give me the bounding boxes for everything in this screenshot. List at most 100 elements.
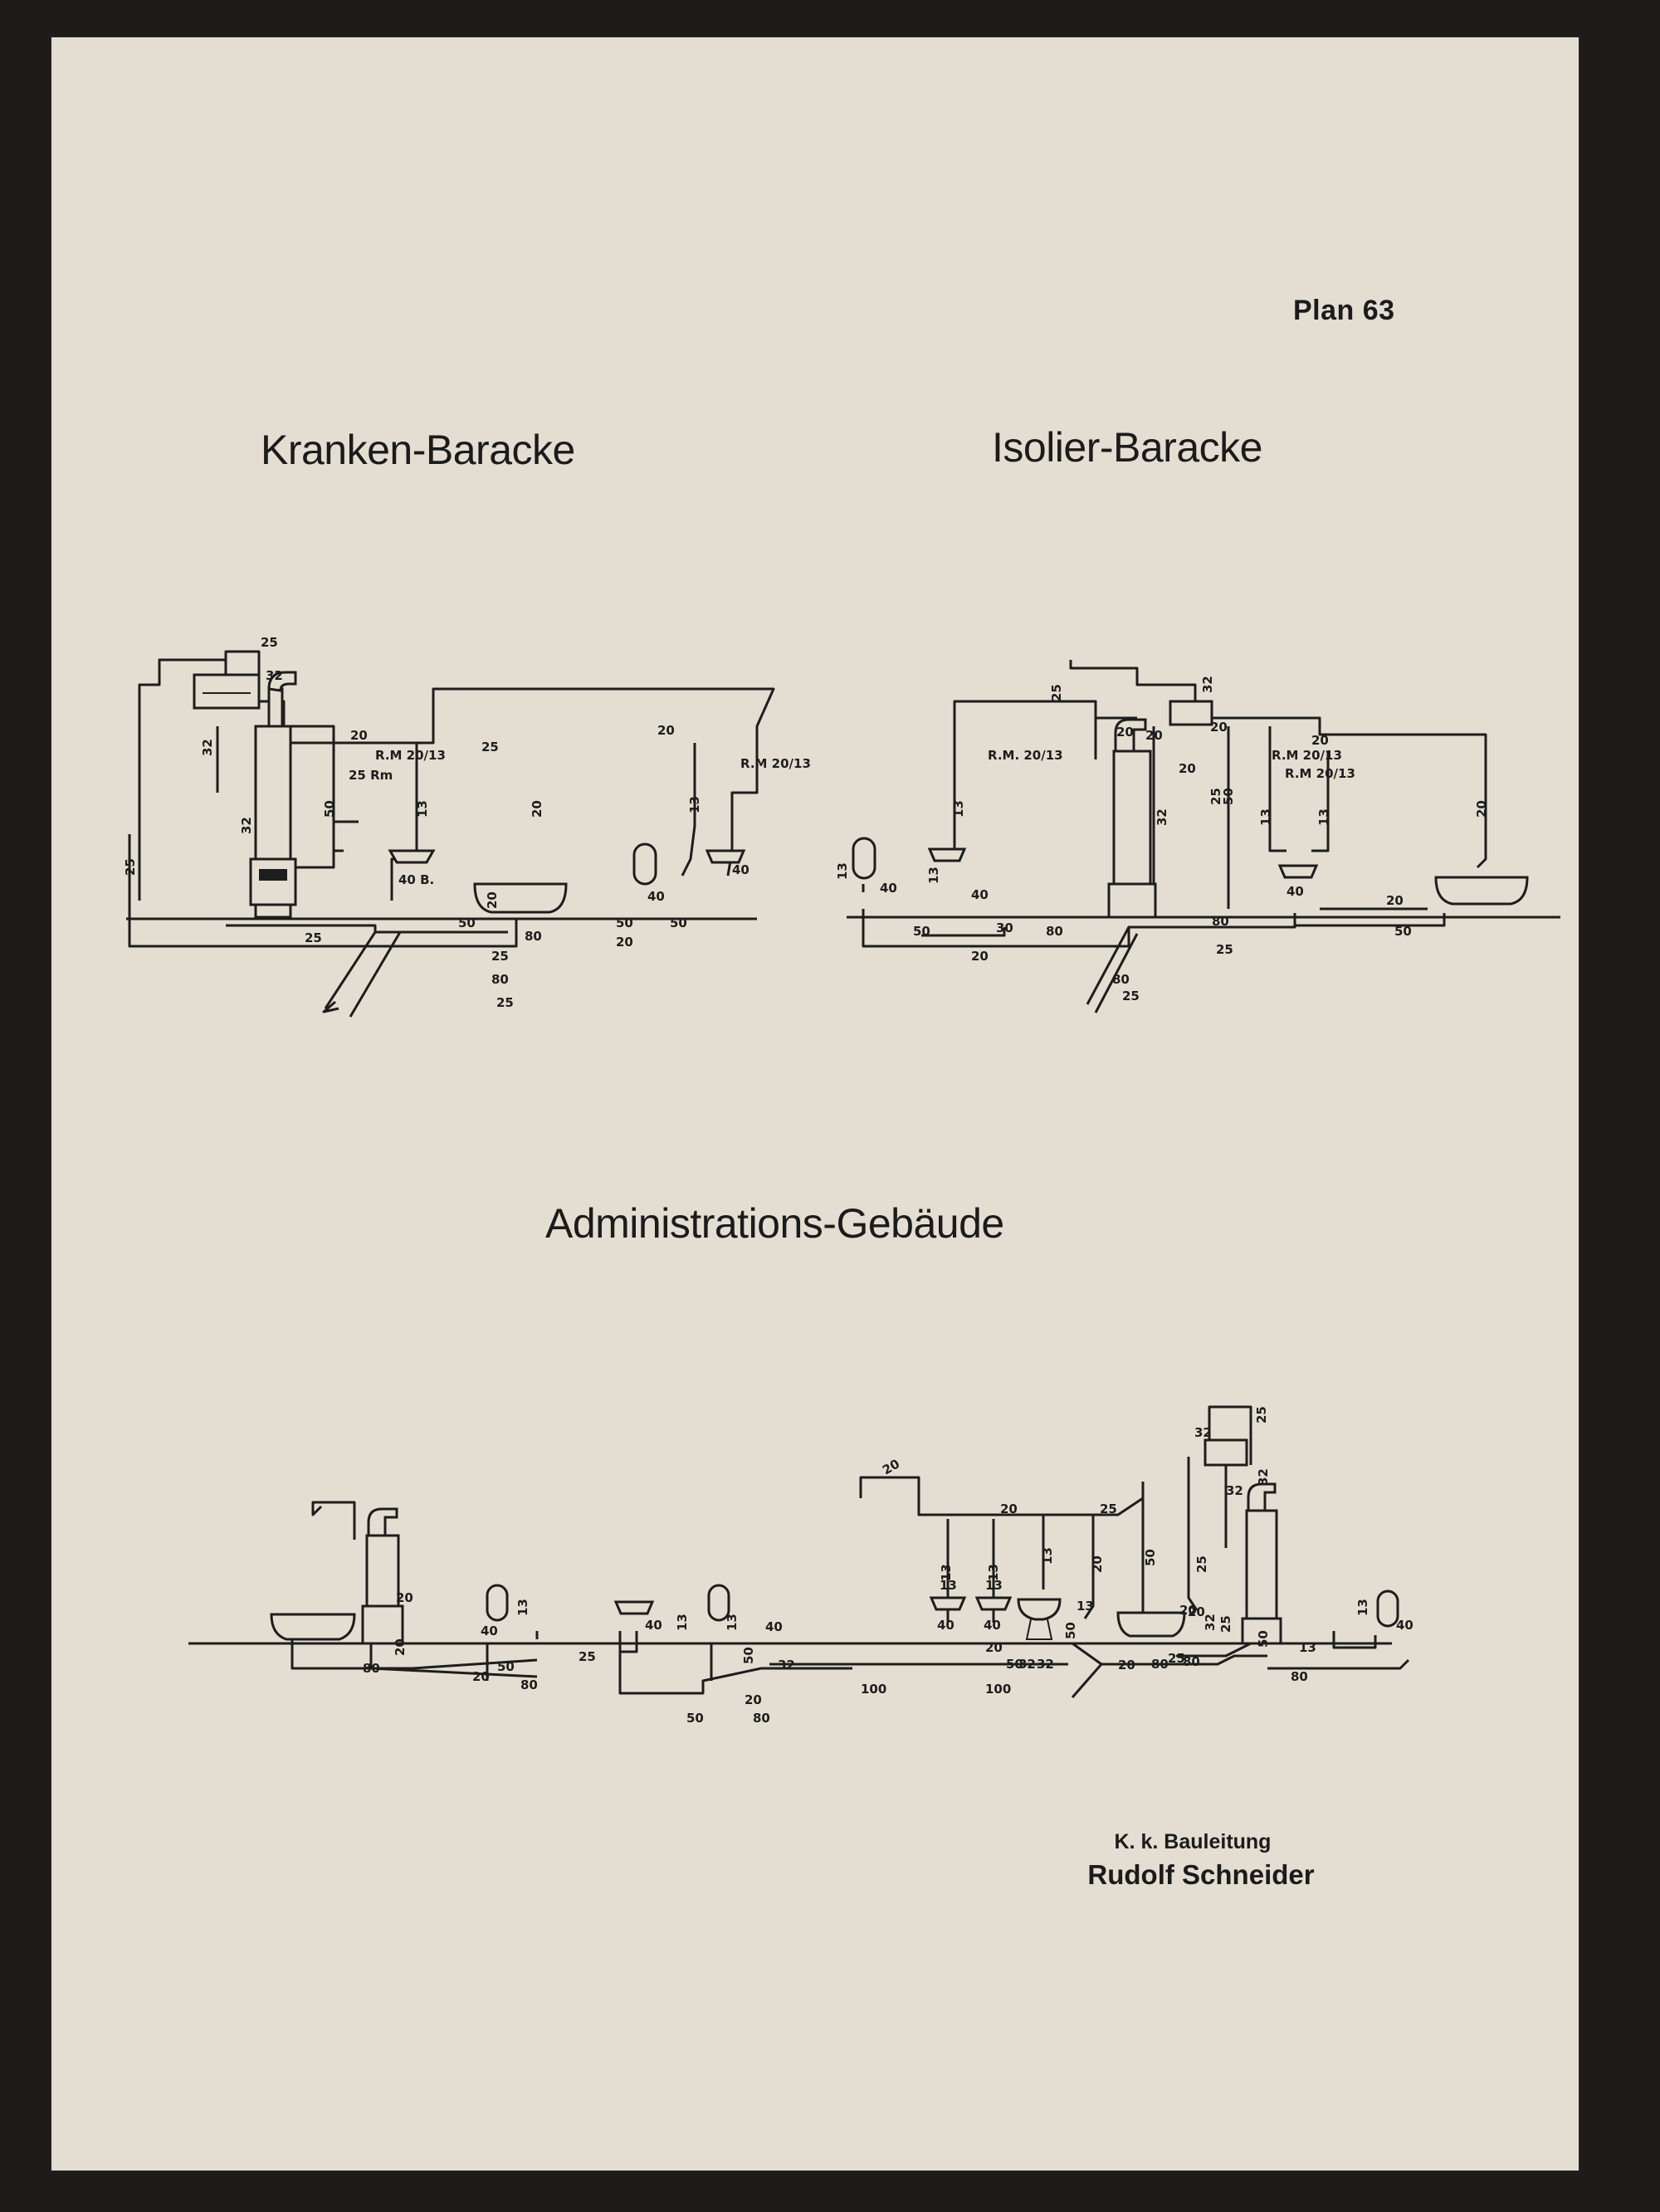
svg-text:80: 80: [1183, 1654, 1200, 1669]
svg-text:25: 25: [1218, 1615, 1233, 1633]
svg-text:20: 20: [1386, 893, 1404, 908]
svg-text:13: 13: [835, 862, 850, 880]
plan-sheet: Plan 63 Kranken-Baracke Isolier-Baracke …: [51, 37, 1579, 2170]
svg-text:20: 20: [1000, 1502, 1018, 1516]
plan-number: Plan 63: [1293, 295, 1395, 326]
bathtub: [1116, 1611, 1186, 1638]
svg-text:32: 32: [1226, 1483, 1243, 1498]
svg-text:80: 80: [1212, 914, 1229, 929]
stove-heater-column: [1107, 718, 1157, 919]
svg-text:13: 13: [725, 1614, 740, 1631]
water-heater-cylinder: [707, 1584, 730, 1622]
svg-text:25: 25: [305, 930, 322, 945]
svg-text:40: 40: [937, 1618, 954, 1633]
washbasin: [974, 1596, 1013, 1611]
svg-text:13: 13: [687, 796, 702, 813]
svg-text:50: 50: [1221, 788, 1236, 805]
svg-text:13: 13: [940, 1578, 957, 1593]
svg-text:50: 50: [458, 916, 476, 930]
svg-text:20: 20: [657, 723, 675, 738]
bathtub: [473, 882, 568, 914]
svg-text:20: 20: [880, 1456, 902, 1477]
svg-text:20: 20: [1311, 733, 1329, 748]
svg-text:13: 13: [1258, 808, 1273, 826]
svg-text:50: 50: [1256, 1630, 1271, 1648]
svg-text:40: 40: [732, 862, 749, 877]
svg-text:20: 20: [1179, 761, 1196, 776]
svg-text:20: 20: [393, 1638, 408, 1656]
svg-text:13: 13: [515, 1599, 530, 1616]
svg-text:40: 40: [971, 887, 989, 902]
svg-text:32: 32: [1203, 1614, 1218, 1631]
svg-text:25: 25: [1049, 684, 1064, 701]
svg-text:R.M 20/13: R.M 20/13: [1272, 748, 1342, 763]
svg-text:25: 25: [481, 740, 499, 754]
svg-text:13: 13: [1077, 1599, 1094, 1614]
svg-text:R.M. 20/13: R.M. 20/13: [988, 748, 1063, 763]
svg-text:20: 20: [1188, 1604, 1205, 1619]
svg-text:40 B.: 40 B.: [398, 872, 434, 887]
svg-text:25: 25: [1168, 1651, 1185, 1666]
svg-text:20: 20: [1179, 1603, 1197, 1618]
svg-text:50: 50: [913, 924, 930, 939]
svg-text:50: 50: [670, 916, 687, 930]
bathtub: [270, 1613, 356, 1641]
svg-text:80: 80: [491, 972, 509, 987]
svg-text:32: 32: [1018, 1657, 1036, 1672]
svg-text:32: 32: [1037, 1657, 1054, 1672]
svg-text:20: 20: [1118, 1658, 1135, 1672]
svg-text:13: 13: [939, 1564, 954, 1581]
boiler-tank: [193, 673, 261, 710]
svg-text:13: 13: [1316, 808, 1331, 826]
svg-text:13: 13: [415, 800, 430, 818]
svg-text:40: 40: [984, 1618, 1001, 1633]
svg-text:25: 25: [496, 995, 514, 1010]
signature-office: K. k. Bauleitung: [1114, 1830, 1272, 1853]
svg-text:25: 25: [261, 635, 278, 650]
washbasin: [705, 849, 746, 864]
svg-text:32: 32: [266, 668, 283, 683]
svg-text:25: 25: [491, 949, 509, 964]
washbasin: [927, 847, 967, 862]
svg-text:100: 100: [861, 1682, 886, 1697]
svg-text:50: 50: [1063, 1622, 1078, 1639]
svg-text:25: 25: [1208, 788, 1223, 805]
washbasin: [388, 849, 436, 864]
svg-text:20: 20: [485, 891, 500, 909]
svg-text:40: 40: [481, 1624, 498, 1638]
svg-text:80: 80: [1046, 924, 1063, 939]
svg-text:50: 50: [1394, 924, 1412, 939]
boiler-tank: [1169, 700, 1213, 726]
svg-text:50: 50: [616, 916, 633, 930]
title-isolier-baracke: Isolier-Baracke: [992, 424, 1262, 471]
svg-text:20: 20: [1474, 800, 1489, 818]
svg-text:30: 30: [996, 920, 1013, 935]
svg-text:32: 32: [1155, 808, 1169, 826]
svg-text:20: 20: [985, 1640, 1003, 1655]
svg-text:40: 40: [647, 889, 665, 904]
svg-text:32: 32: [239, 817, 254, 834]
svg-text:25: 25: [123, 858, 138, 876]
svg-text:13: 13: [926, 867, 941, 884]
svg-text:40: 40: [1396, 1618, 1413, 1633]
washbasin: [613, 1600, 655, 1615]
svg-text:50: 50: [1143, 1549, 1158, 1566]
stove-heater-column: [311, 1501, 404, 1645]
supply-pipes: [862, 660, 1487, 911]
svg-text:80: 80: [1112, 972, 1130, 987]
boiler-tank: [1204, 1438, 1248, 1467]
svg-text:100: 100: [985, 1682, 1011, 1697]
svg-text:R.M 20/13: R.M 20/13: [1285, 766, 1355, 781]
signature-name: Rudolf Schneider: [1087, 1859, 1315, 1890]
svg-text:20: 20: [396, 1590, 413, 1605]
svg-text:20: 20: [1090, 1555, 1105, 1573]
svg-text:40: 40: [880, 881, 897, 896]
svg-text:20: 20: [472, 1669, 490, 1684]
svg-text:32: 32: [1200, 676, 1215, 693]
